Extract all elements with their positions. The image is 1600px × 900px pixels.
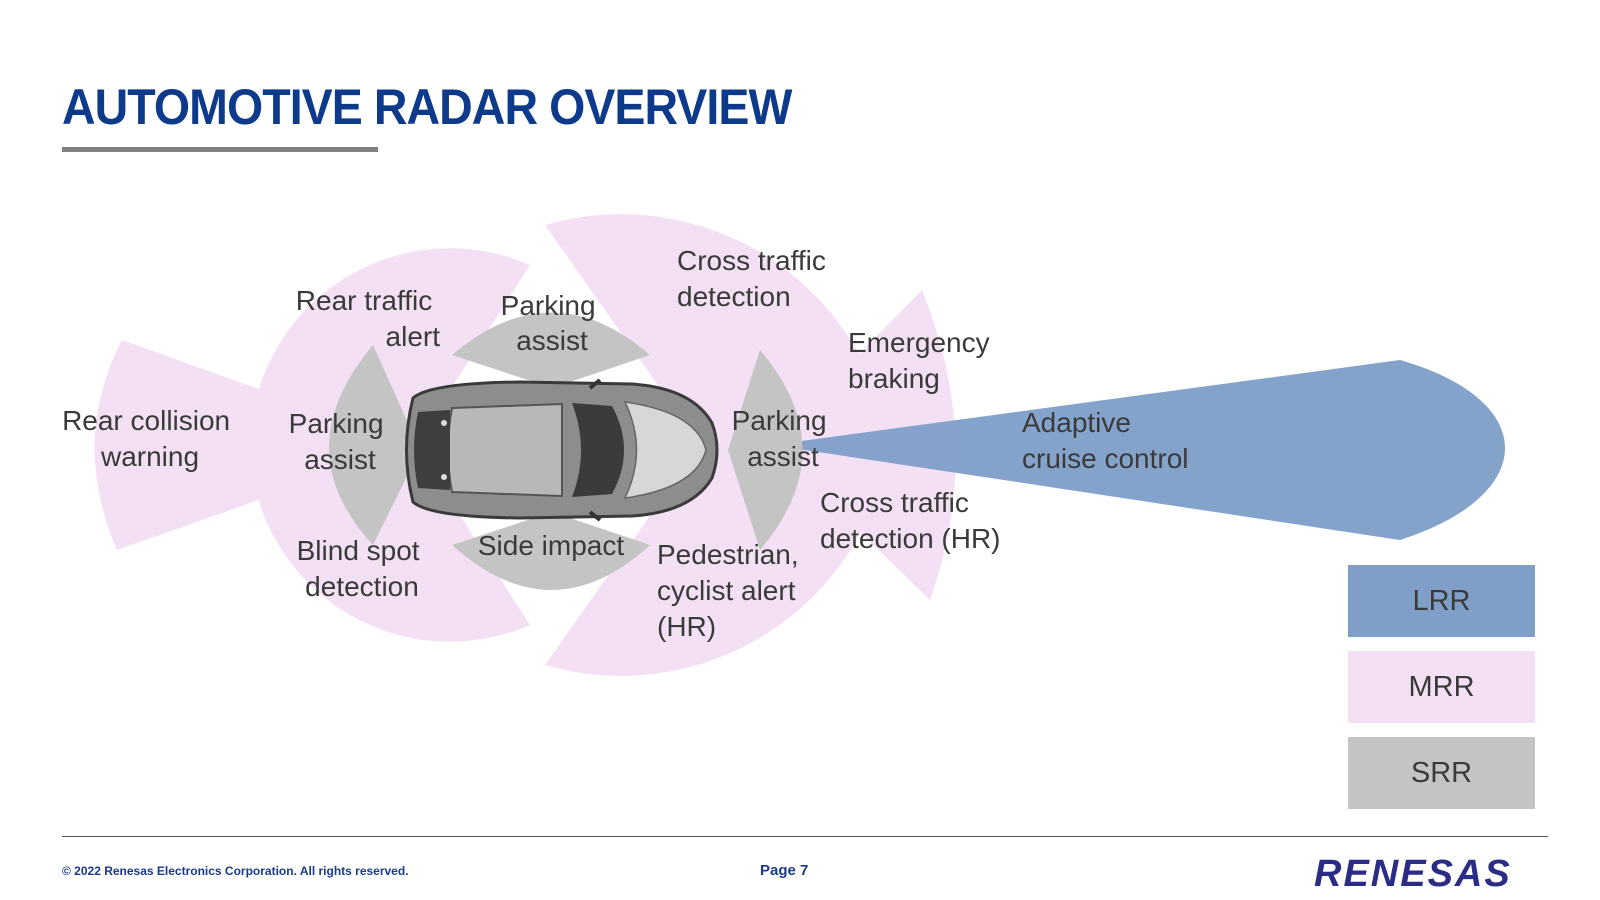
label-cross-traffic-detection: Cross traffic detection <box>677 245 834 312</box>
mrr-zone-rear-left <box>250 248 530 445</box>
label-parking-assist-front: Parking assist <box>732 405 835 472</box>
srr-zone-front <box>728 350 803 550</box>
label-line: detection <box>305 571 419 602</box>
label-line: Cross traffic <box>677 245 826 276</box>
label-line: assist <box>516 325 588 356</box>
label-line: Parking <box>732 405 827 436</box>
label-line: cyclist alert <box>657 575 796 606</box>
legend-label: MRR <box>1408 670 1475 703</box>
copyright-notice: © 2022 Renesas Electronics Corporation. … <box>62 864 409 878</box>
label-line: Pedestrian, <box>657 539 799 570</box>
label-line: detection (HR) <box>820 523 1001 554</box>
page-title: AUTOMOTIVE RADAR OVERVIEW <box>62 79 792 135</box>
page-number: Page 7 <box>760 862 809 879</box>
legend-item-mrr: MRR <box>1348 651 1535 723</box>
title-underline <box>62 147 378 152</box>
label-line: detection <box>677 281 791 312</box>
label-line: (HR) <box>657 611 716 642</box>
mrr-zones <box>94 214 956 676</box>
legend-item-srr: SRR <box>1348 737 1535 809</box>
label-line: Adaptive <box>1022 407 1131 438</box>
lrr-zone <box>772 360 1505 540</box>
label-line: Parking <box>289 408 384 439</box>
label-emergency-braking: Emergency braking <box>848 327 997 394</box>
label-line: assist <box>747 441 819 472</box>
mrr-zone-rear-right <box>250 445 530 642</box>
radar-coverage-diagram: Rear collision warning Rear traffic aler… <box>62 214 1505 676</box>
label-line: assist <box>304 444 376 475</box>
renesas-logo: RENESAS <box>1314 853 1512 892</box>
srr-zones <box>329 312 803 590</box>
label-side-impact: Side impact <box>478 530 625 561</box>
label-line: Cross traffic <box>820 487 969 518</box>
srr-zone-rear <box>329 345 420 545</box>
label-line: warning <box>100 441 199 472</box>
label-line: Parking <box>501 290 596 321</box>
srr-zone-bottom <box>452 512 650 590</box>
label-parking-assist-side: Parking assist <box>501 290 604 356</box>
mrr-zone-front-right <box>545 445 890 676</box>
label-line: Blind spot <box>297 535 420 566</box>
label-line: Rear traffic <box>296 285 432 316</box>
label-line: cruise control <box>1022 443 1189 474</box>
car-icon <box>405 378 719 522</box>
label-line: Side impact <box>478 530 625 561</box>
legend-label: SRR <box>1410 756 1473 789</box>
legend-item-lrr: LRR <box>1348 565 1535 637</box>
srr-zone-top <box>452 312 650 388</box>
label-pedestrian-cyclist-alert: Pedestrian, cyclist alert (HR) <box>657 539 806 642</box>
mrr-zone-front-left <box>545 214 890 445</box>
label-rear-traffic-alert: Rear traffic alert <box>296 285 440 352</box>
label-adaptive-cruise-control: Adaptive cruise control <box>1022 407 1189 474</box>
label-line: braking <box>848 363 940 394</box>
label-line: Rear collision <box>62 405 230 436</box>
label-line: Emergency <box>848 327 990 358</box>
legend-label: LRR <box>1412 584 1471 617</box>
label-cross-traffic-detection-hr: Cross traffic detection (HR) <box>820 487 1001 554</box>
label-line: alert <box>386 321 441 352</box>
footer-divider <box>62 836 1548 837</box>
label-blind-spot-detection: Blind spot detection <box>297 535 428 602</box>
logo-text: RENESAS <box>1314 853 1512 892</box>
label-rear-collision-warning: Rear collision warning <box>62 405 238 472</box>
label-parking-assist-rear: Parking assist <box>289 408 392 475</box>
